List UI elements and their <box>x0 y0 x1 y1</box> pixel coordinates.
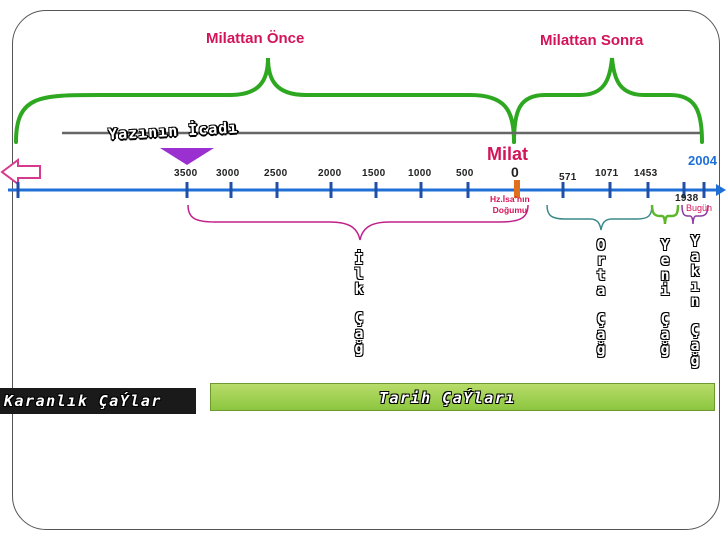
dark-ages-bar: Karanlık ÇaÝlar <box>0 388 196 414</box>
birth-of-jesus-label: Hz.İsa’nın Doğumu <box>490 194 530 215</box>
yakin-brace <box>681 204 709 225</box>
past-arrow-icon <box>0 158 41 186</box>
dark-ages-label: Karanlık ÇaÝlar <box>4 392 162 410</box>
axis-ticks <box>16 182 706 198</box>
milat-label: Milat <box>487 144 529 164</box>
zero-label: 0 <box>511 164 519 180</box>
year-2004-label: 2004 <box>688 153 717 168</box>
year-label: 1071 <box>595 168 619 179</box>
invention-marker <box>160 148 214 165</box>
orta-brace <box>546 204 653 231</box>
year-label: 3000 <box>216 168 240 179</box>
yeni-brace <box>650 204 680 225</box>
ad-label: Milattan Sonra <box>540 32 644 49</box>
history-ages-label: Tarih ÇaÝları <box>379 389 516 407</box>
year-label: 2500 <box>264 168 288 179</box>
year-label: 1453 <box>634 168 658 179</box>
year-label: 2000 <box>318 168 342 179</box>
slide-frame <box>12 10 720 530</box>
axis-arrowhead <box>716 184 726 196</box>
history-ages-bar: Tarih ÇaÝları <box>210 383 715 411</box>
year-label: 3500 <box>174 168 198 179</box>
milat-marker <box>514 180 520 198</box>
ad-brace <box>512 57 704 144</box>
year-label: 1938 <box>675 193 699 204</box>
today-label: Bugün <box>686 203 713 213</box>
ilk-brace <box>187 204 529 241</box>
year-label: 1500 <box>362 168 386 179</box>
bc-label: Milattan Önce <box>206 30 305 47</box>
year-label: 1000 <box>408 168 432 179</box>
bc-brace <box>14 57 516 144</box>
year-label: 500 <box>456 168 474 179</box>
year-label: 571 <box>559 172 577 183</box>
